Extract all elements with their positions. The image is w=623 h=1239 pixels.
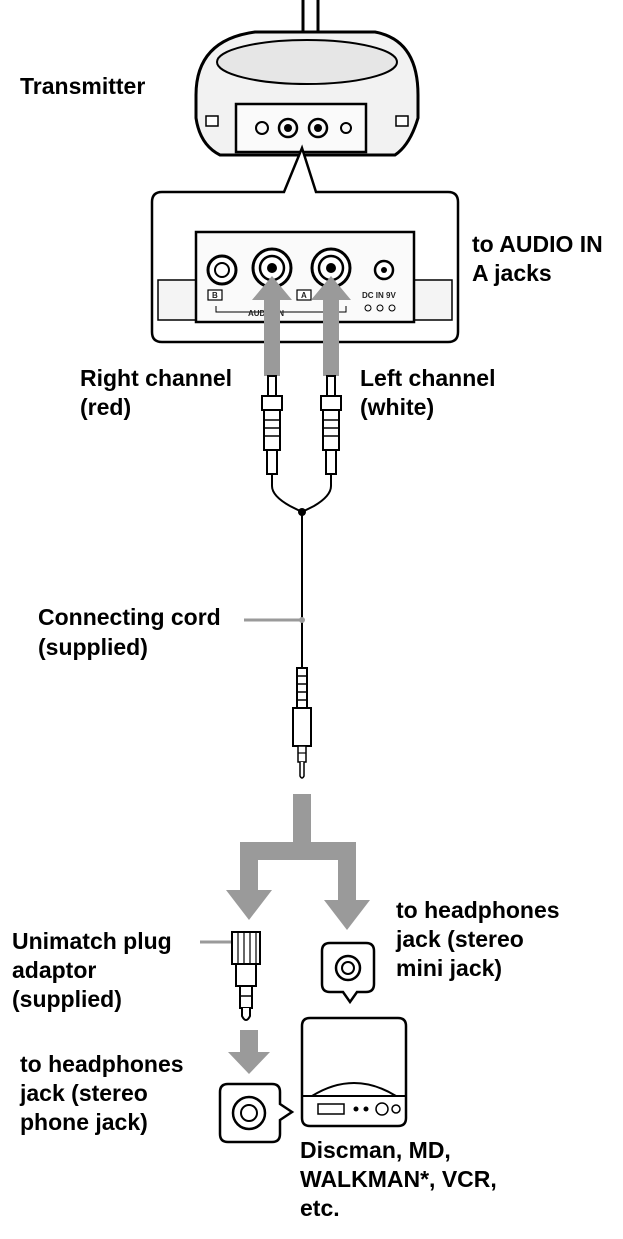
jack-a-mark: A: [301, 291, 307, 300]
jack-panel-callout: B A AUDIO IN DC IN 9V: [150, 144, 460, 344]
stereo-phone-jack-bubble: [218, 1082, 295, 1144]
connecting-cord-label-line1: Connecting cord: [38, 604, 221, 630]
devices-label-line1: Discman, MD,: [300, 1137, 451, 1163]
rca-plug-left: [320, 375, 342, 475]
stereo-mini-jack-bubble: [320, 941, 376, 1005]
arrows-to-jacks: [252, 276, 351, 376]
transmitter-label: Transmitter: [20, 73, 146, 99]
cord-leader-dot: [299, 617, 305, 623]
unimatch-plug-adaptor: [200, 931, 261, 1021]
mini-plug: [292, 667, 312, 779]
rca-plug-right: [261, 375, 283, 475]
audio-in-label-line2: A jacks: [472, 260, 552, 286]
unimatch-label-line1: Unimatch plug: [12, 928, 172, 954]
right-channel-label-line2: (red): [80, 394, 132, 420]
phone-jack-label-line1: to headphones: [20, 1051, 184, 1077]
left-channel-label-line2: (white): [360, 394, 435, 420]
connecting-cord: [271, 474, 332, 668]
jack-b-mark: B: [212, 291, 218, 300]
devices-label-line3: etc.: [300, 1195, 340, 1221]
cord-junction: [298, 508, 306, 516]
audio-in-label-line1: to AUDIO IN: [472, 231, 603, 257]
phone-jack-label-line3: phone jack): [20, 1109, 148, 1135]
devices-label-line2: WALKMAN*, VCR,: [300, 1166, 497, 1192]
portable-player-illustration: [300, 1016, 408, 1128]
phone-jack-label-line2: jack (stereo: [20, 1080, 148, 1106]
arrow-to-phone-jack: [228, 1030, 270, 1074]
unimatch-label-line3: (supplied): [12, 986, 122, 1012]
mini-jack-label-line3: mini jack): [396, 955, 503, 981]
right-channel-label-line1: Right channel: [80, 365, 233, 391]
mini-jack-label-line2: jack (stereo: [396, 926, 524, 952]
left-channel-label-line1: Left channel: [360, 365, 496, 391]
dc-in-mark: DC IN 9V: [362, 291, 396, 300]
transmitter-illustration: [194, 0, 420, 157]
unimatch-label-line2: adaptor: [12, 957, 97, 983]
split-arrow: [226, 794, 370, 930]
connecting-cord-label-line2: (supplied): [38, 634, 148, 660]
mini-jack-label-line1: to headphones: [396, 897, 560, 923]
